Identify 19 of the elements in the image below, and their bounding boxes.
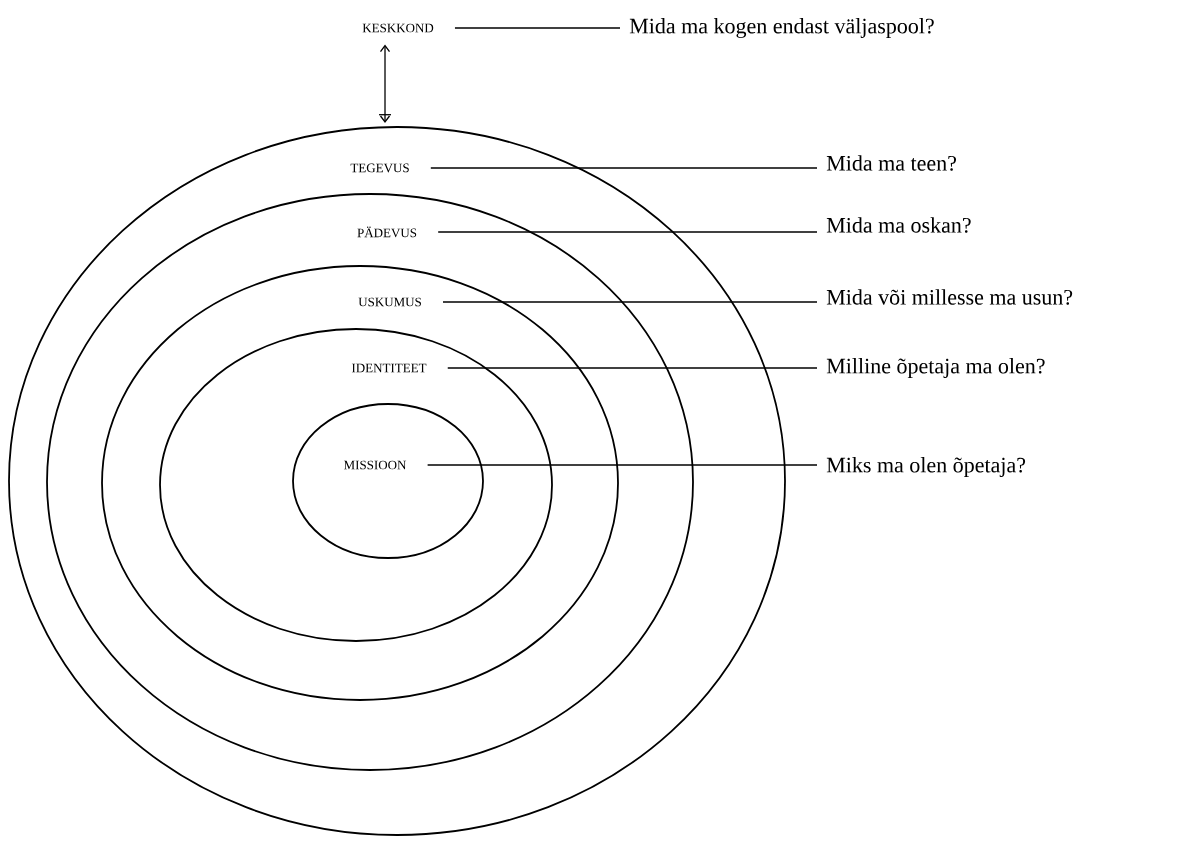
ring-label: PÄDEVUS bbox=[357, 226, 417, 238]
question-text: Mida või millesse ma usun? bbox=[826, 289, 1073, 305]
connector-line bbox=[427, 464, 818, 466]
connector-line bbox=[430, 167, 818, 169]
ring-label: IDENTITEET bbox=[351, 363, 427, 373]
question-text: Mida ma teen? bbox=[826, 155, 957, 171]
connector-line bbox=[447, 367, 818, 369]
connector-line bbox=[442, 301, 818, 303]
ring-label: USKUMUS bbox=[358, 297, 421, 307]
environment-label: KESKKOND bbox=[362, 23, 434, 33]
question-text: Milline õpetaja ma olen? bbox=[826, 358, 1045, 378]
ring-label: MISSIOON bbox=[343, 460, 407, 470]
ring-label: TEGEVUS bbox=[350, 163, 409, 173]
question-text: Mida ma oskan? bbox=[826, 217, 971, 233]
question-text: Miks ma olen õpetaja? bbox=[826, 457, 1026, 477]
double-arrow bbox=[378, 44, 392, 124]
connector-line bbox=[454, 27, 621, 29]
question-text: Mida ma kogen endast väljaspool? bbox=[629, 18, 934, 38]
connector-line bbox=[437, 231, 818, 233]
